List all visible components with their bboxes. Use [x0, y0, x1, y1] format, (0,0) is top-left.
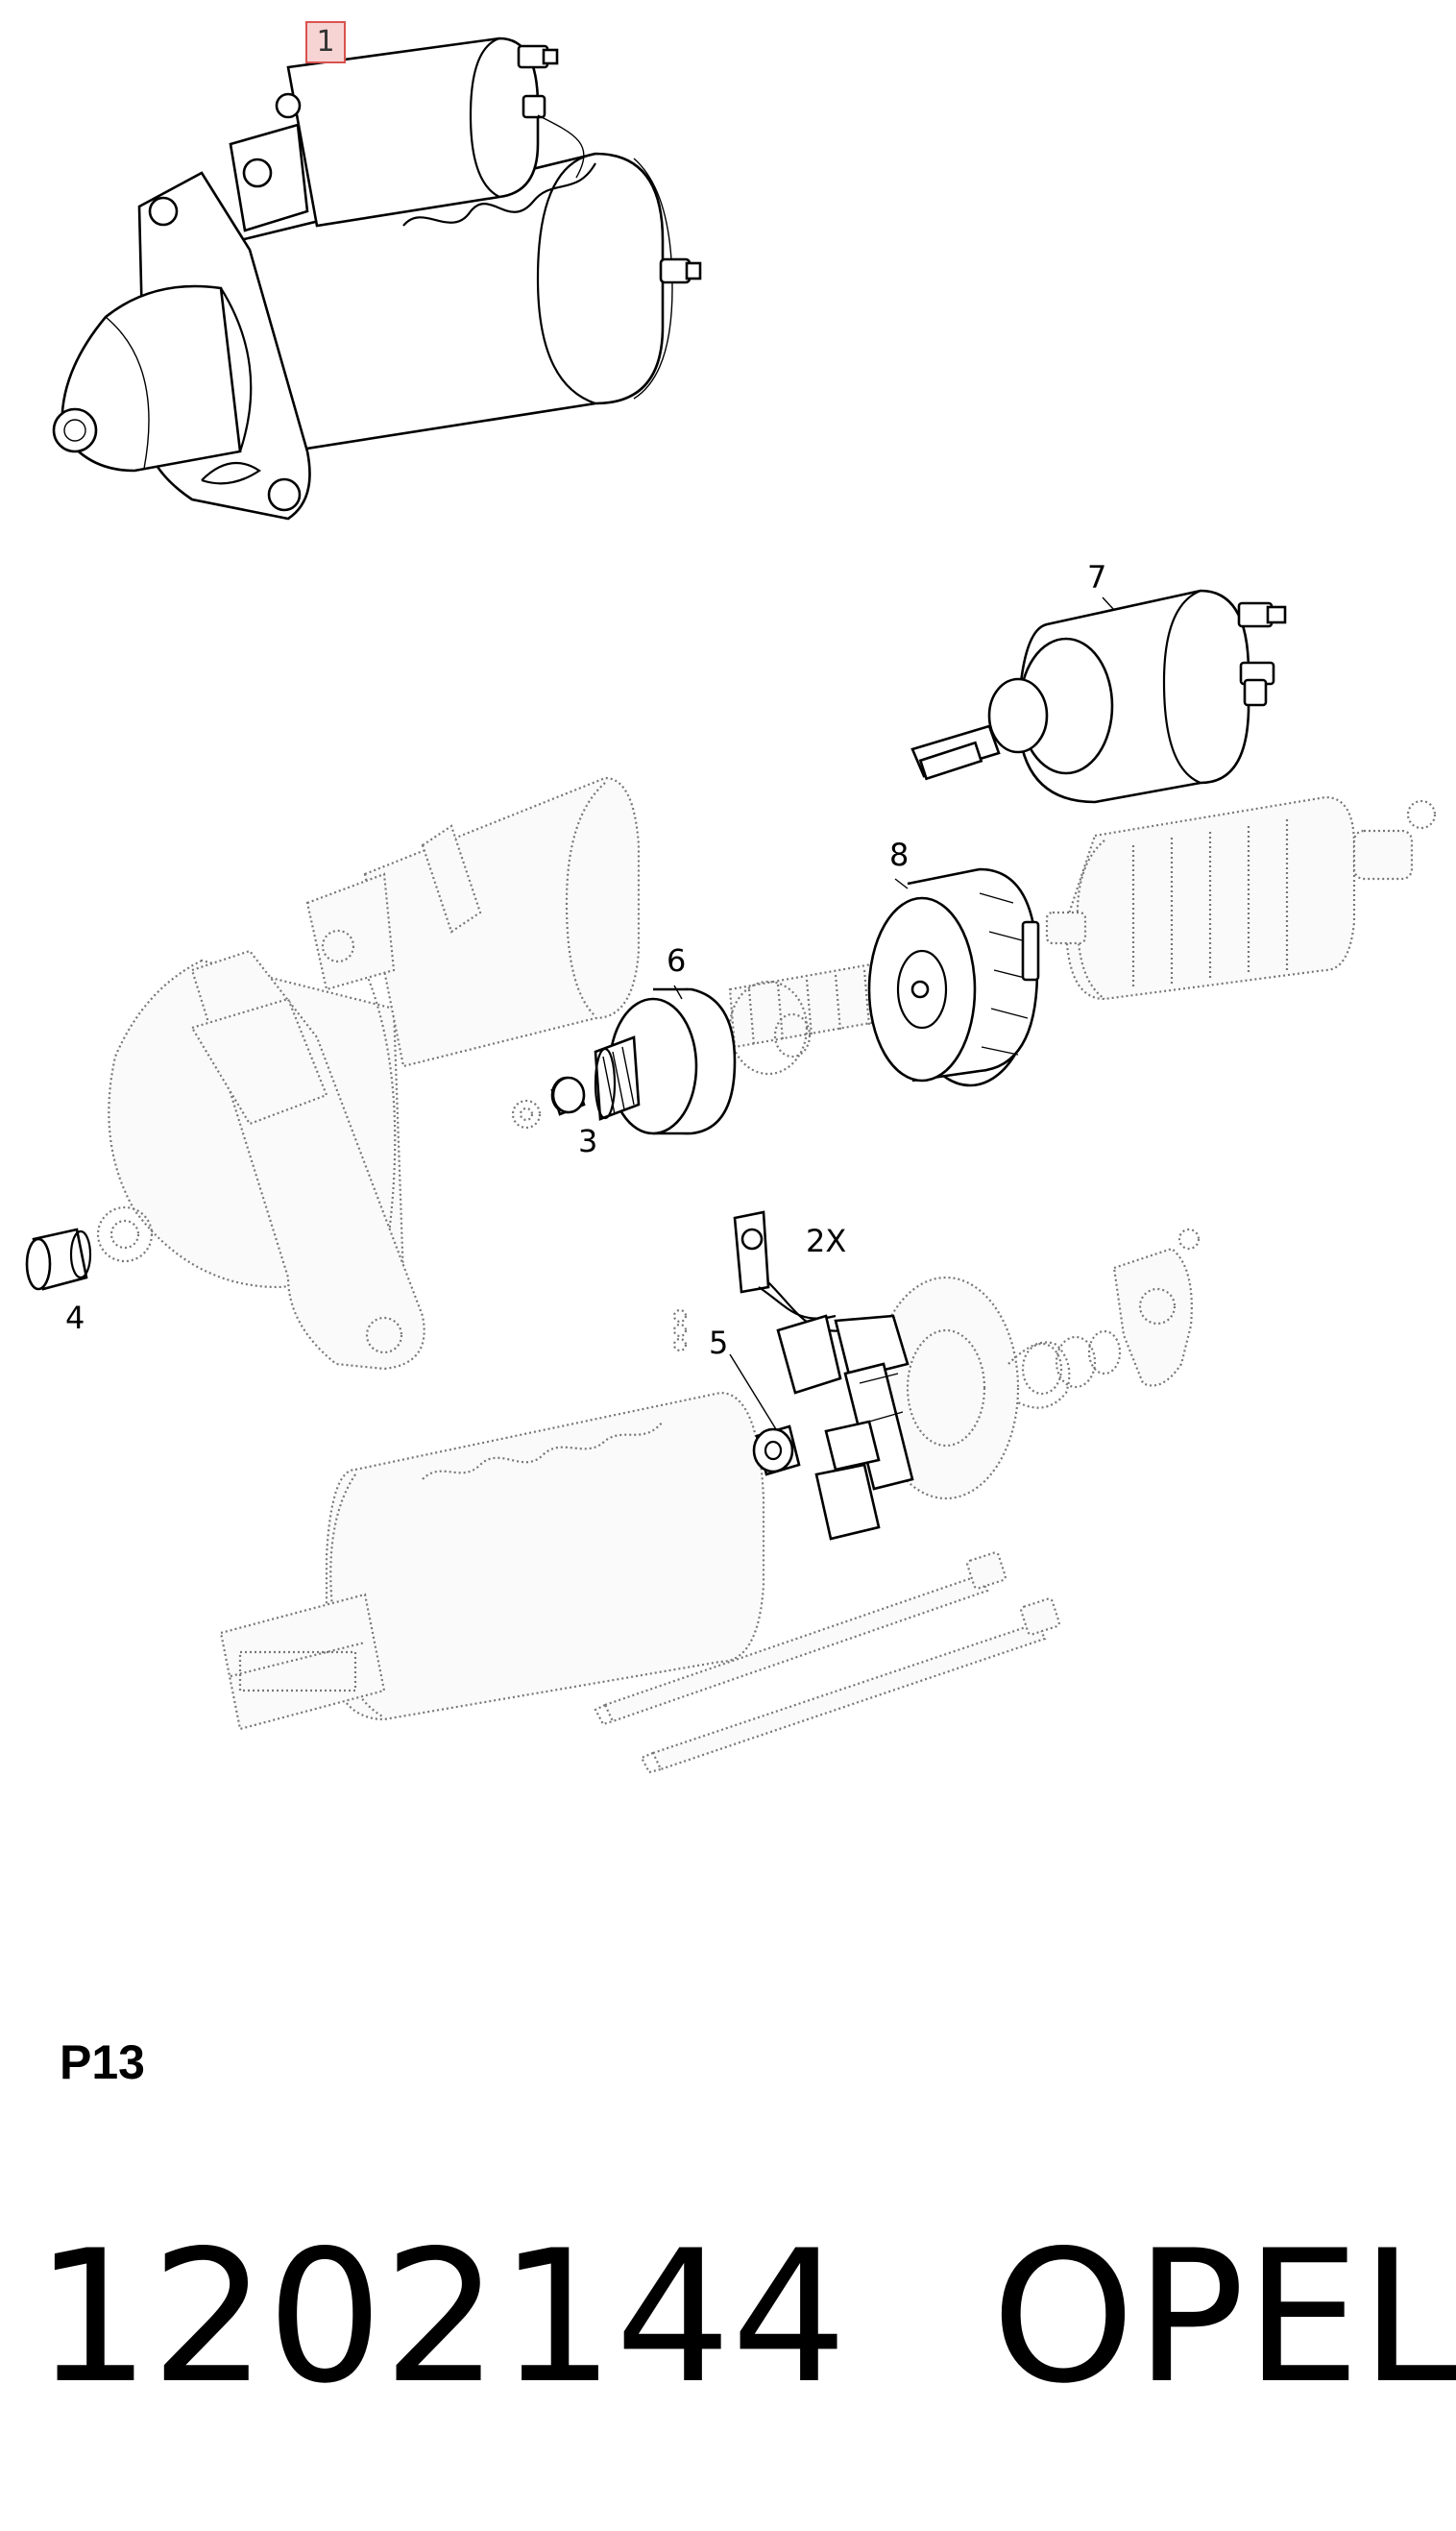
callout-4: 4 — [65, 1300, 85, 1336]
callout-5: 5 — [709, 1325, 729, 1361]
part-2-brush-holder — [733, 1210, 914, 1541]
ghost-armature — [1045, 795, 1437, 1001]
callout-2x: 2X — [806, 1223, 847, 1259]
leader-lines — [673, 596, 1115, 1430]
section-code: P13 — [60, 2035, 145, 2089]
part-5-bushing — [752, 1424, 801, 1476]
callout-7: 7 — [1087, 559, 1107, 596]
callout-1[interactable]: 1 — [305, 21, 346, 63]
part-8-gear-carrier — [867, 867, 1040, 1087]
exploded-starter-diagram — [25, 37, 1437, 1774]
part-3-bushing — [550, 1076, 586, 1116]
ghost-drive-shaft — [511, 959, 900, 1130]
ghost-through-bolts — [594, 1551, 1060, 1774]
ghost-field-housing — [219, 1391, 765, 1731]
callout-8: 8 — [889, 837, 910, 873]
callout-6: 6 — [667, 942, 687, 979]
callout-3: 3 — [578, 1123, 598, 1159]
ghost-drive-end-housing — [96, 776, 641, 1371]
starter-motor-assembly — [52, 37, 702, 521]
part-7-solenoid — [910, 589, 1287, 804]
part-4-bushing — [25, 1228, 92, 1291]
part-6-pinion-drive — [594, 987, 737, 1135]
brand-name: OPEL — [991, 2211, 1456, 2423]
part-number: 1202144 — [35, 2211, 848, 2423]
